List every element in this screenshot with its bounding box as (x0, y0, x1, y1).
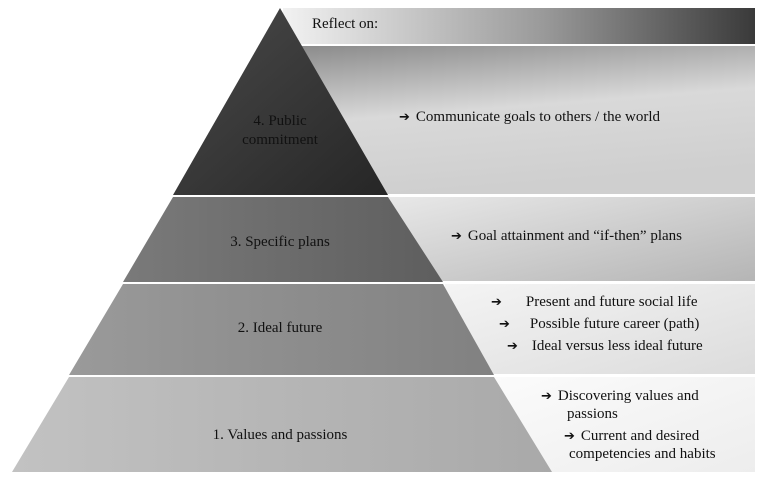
level-2-band (445, 284, 755, 374)
arrow-right-icon: ➔ (491, 295, 502, 310)
level-4-label: 4. Public commitment (220, 112, 340, 150)
level-1-bullet-2-cont: competencies and habits (569, 446, 716, 462)
level-1-bullet-1: ➔Discovering values and (541, 388, 699, 404)
level-1-label: 1. Values and passions (212, 427, 348, 443)
header-band (283, 8, 755, 44)
arrow-right-icon: ➔ (451, 229, 462, 244)
level-3-label: 3. Specific plans (230, 234, 330, 250)
arrow-right-icon: ➔ (499, 317, 510, 332)
level-3-band (388, 197, 755, 281)
pyramid-level-2 (69, 284, 494, 375)
pyramid-level-4 (173, 8, 388, 195)
level-2-label: 2. Ideal future (237, 320, 323, 336)
pyramid-level-1 (12, 377, 552, 472)
level-1-bullet-1-cont: passions (567, 406, 618, 422)
level-2-bullet-3: ➔Ideal versus less ideal future (507, 338, 703, 354)
level-4-bullet: ➔Communicate goals to others / the world (399, 109, 661, 125)
level-2-bullet-2: ➔Possible future career (path) (499, 316, 700, 332)
arrow-right-icon: ➔ (399, 110, 410, 125)
arrow-right-icon: ➔ (541, 389, 552, 404)
pyramid-level-3 (123, 197, 443, 282)
arrow-right-icon: ➔ (507, 339, 518, 354)
level-2-bullet-1: ➔Present and future social life (491, 294, 698, 310)
arrow-right-icon: ➔ (564, 429, 575, 444)
level-3-bullet: ➔Goal attainment and “if-then” plans (451, 228, 682, 244)
level-4-label-line2: commitment (242, 132, 318, 148)
level-1-bullet-2: ➔Current and desired (564, 428, 700, 444)
reflect-on-header: Reflect on: (312, 16, 379, 32)
level-4-label-line1: 4. Public (253, 113, 307, 129)
